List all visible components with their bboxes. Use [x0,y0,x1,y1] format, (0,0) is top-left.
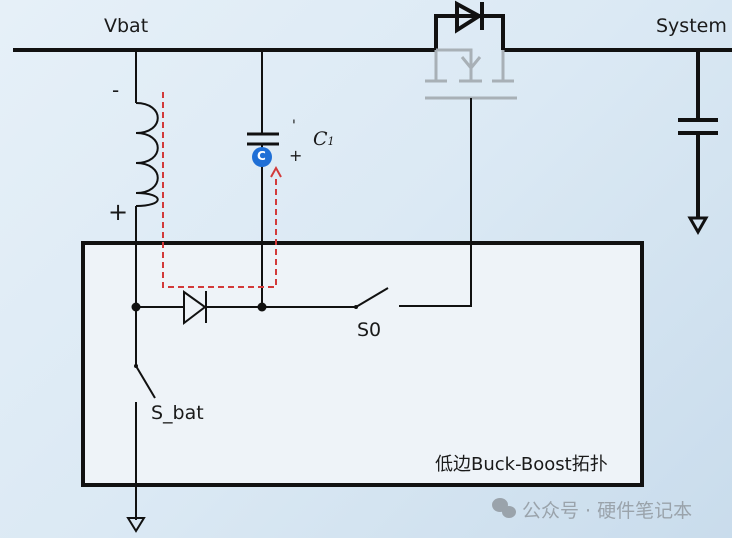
sbat-label: S_bat [151,402,204,424]
cap-name: C [313,128,328,150]
cap-subscript: 1 [327,135,335,148]
ground-icon [687,216,709,236]
cap-minus-label: ' [292,118,296,134]
s0-label: S0 [357,319,382,341]
diode [183,290,207,326]
block-title: 低边Buck-Boost拓扑 [435,454,608,475]
wechat-icon [492,498,516,518]
inductor [135,102,159,207]
s0-switch [355,287,389,308]
vbat-label: Vbat [104,15,149,37]
buck-boost-block [81,241,644,487]
cap-plus-label: + [289,146,303,165]
cap-name-label: C1 [313,128,335,150]
ground-icon [126,517,146,533]
marker-letter: C [257,149,266,163]
sbat-switch [135,365,156,399]
gate-wire [399,98,472,307]
junction-node [131,302,141,312]
marker-badge [252,147,272,167]
inductor-minus-label: - [112,78,120,102]
inductor-plus-label: + [108,198,129,226]
current-arrow-icon [270,165,282,178]
current-path [162,92,277,288]
power-mosfet [425,48,517,100]
body-diode [434,0,505,50]
system-label: System [656,15,727,37]
watermark-text: 公众号 · 硬件笔记本 [522,500,693,522]
